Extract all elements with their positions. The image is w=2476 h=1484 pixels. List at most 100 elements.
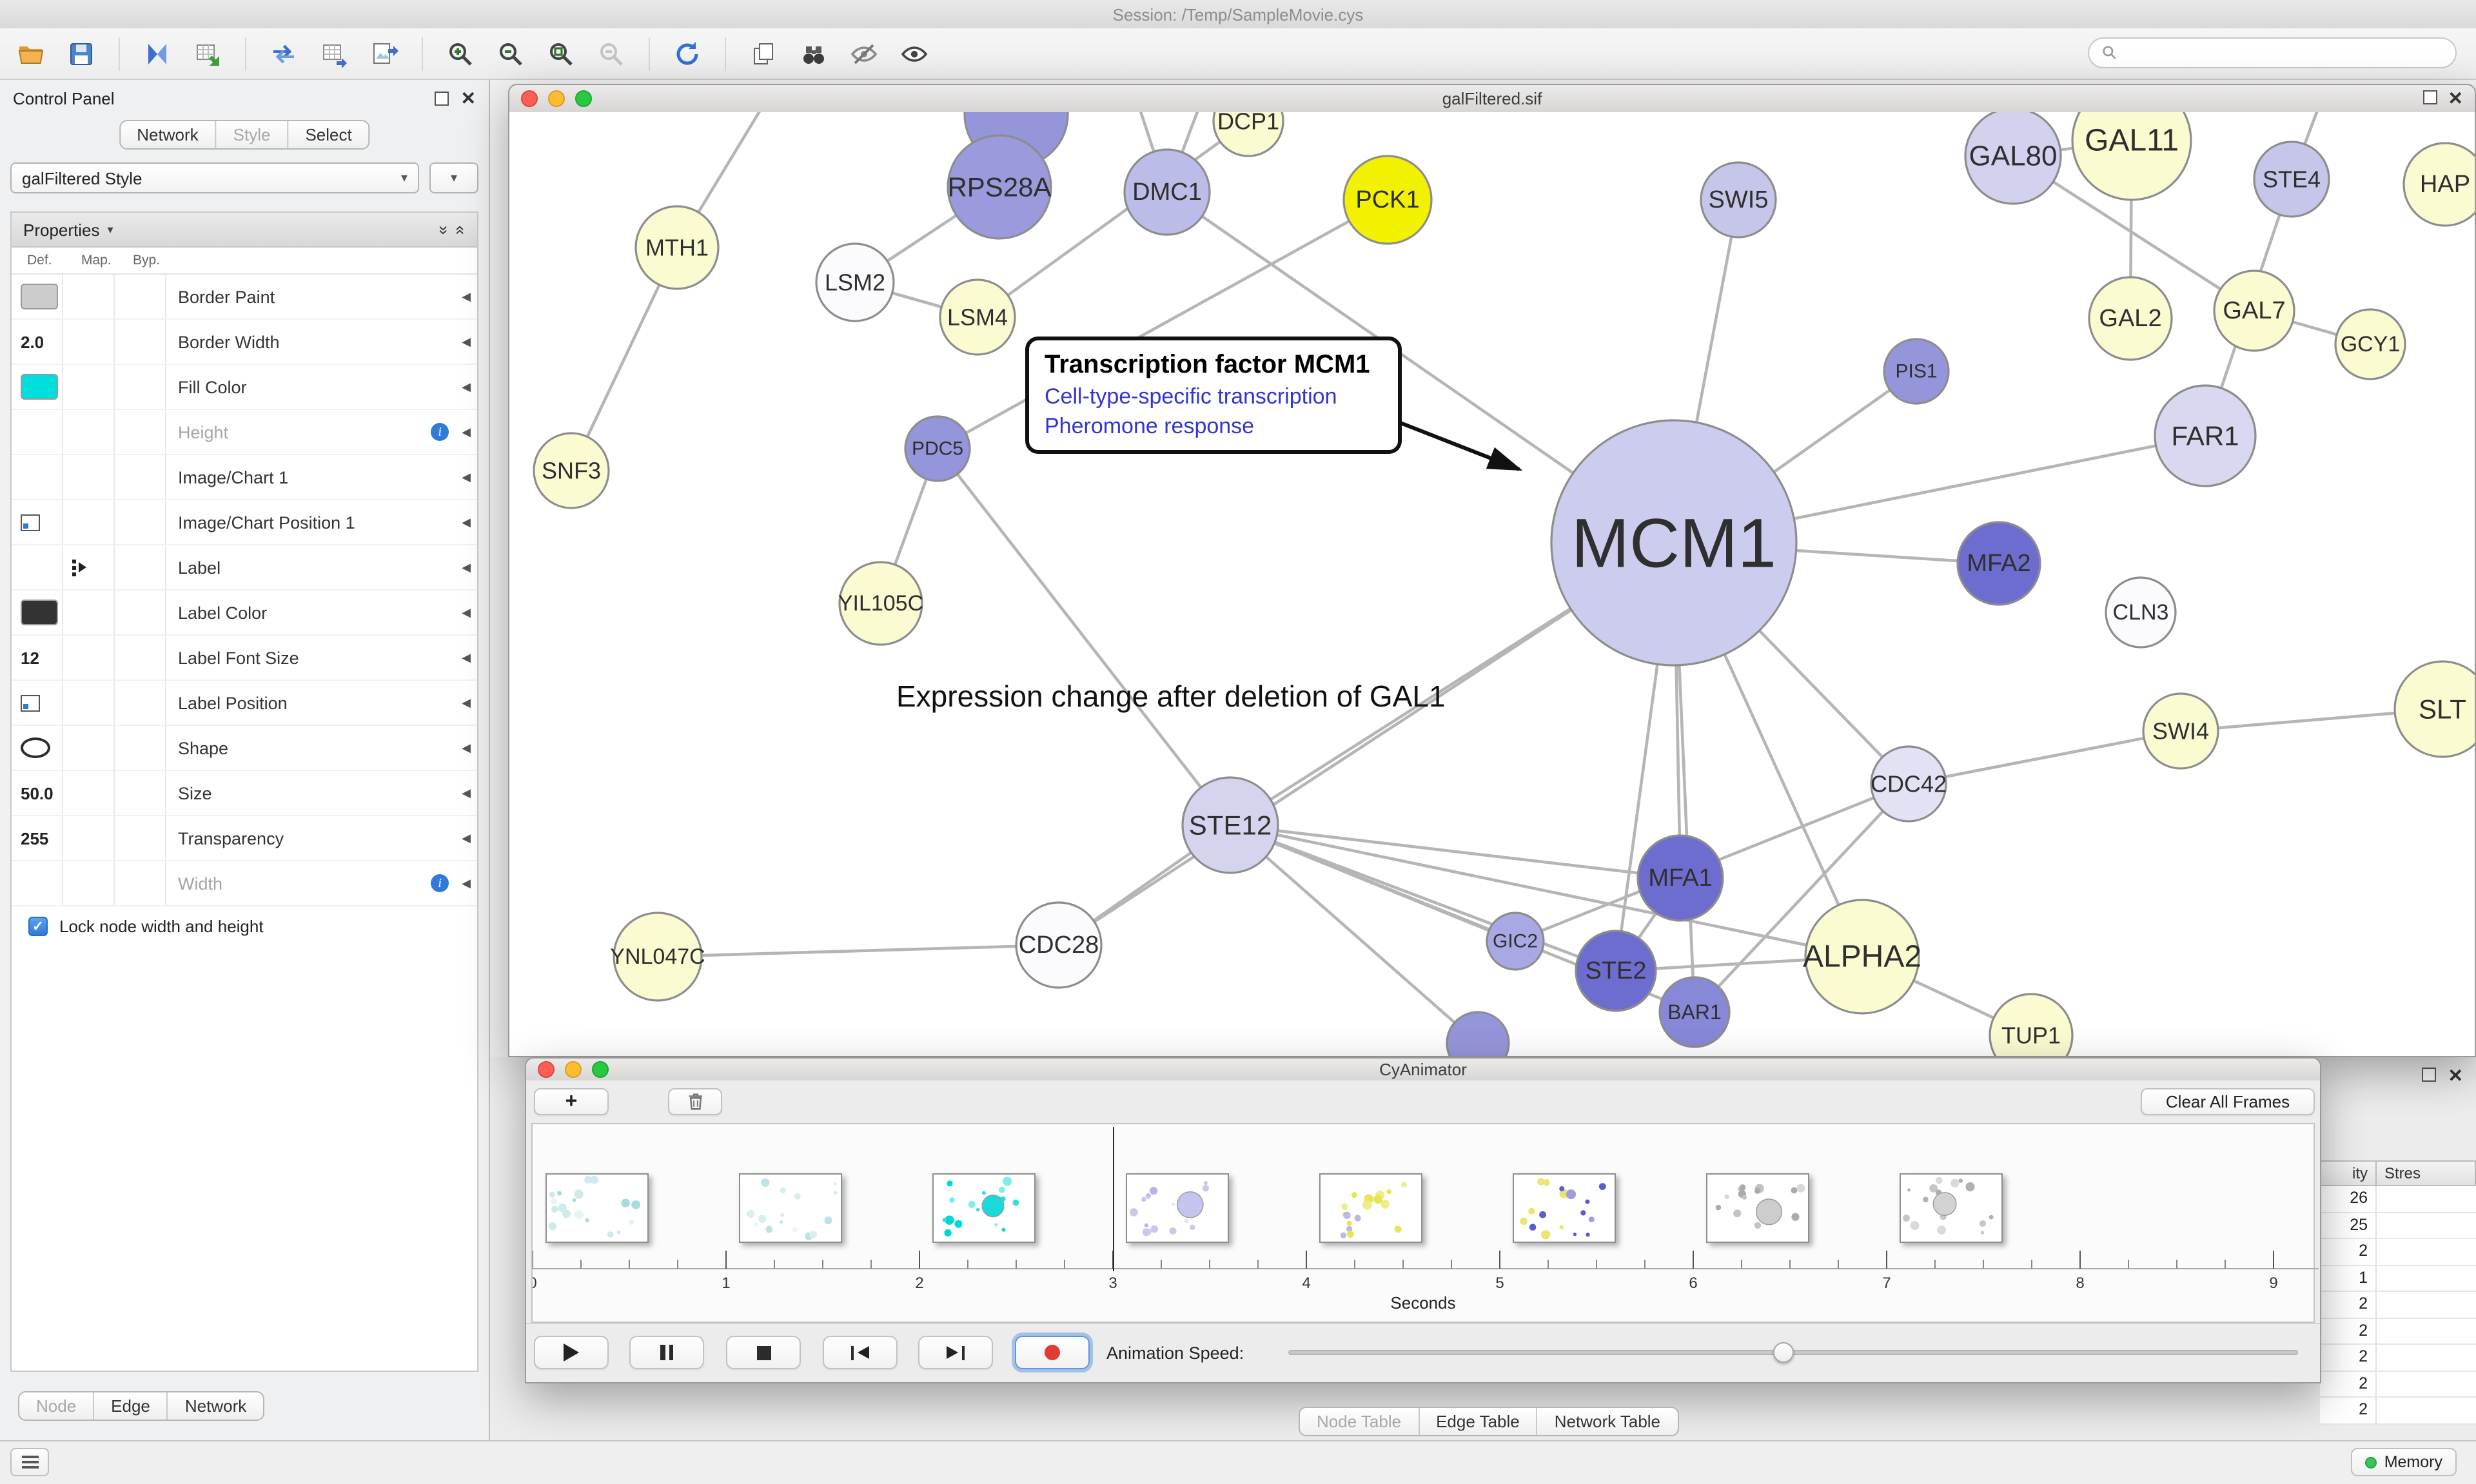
record-button[interactable]: [1015, 1336, 1090, 1369]
expand-row-icon[interactable]: ◀: [462, 696, 471, 708]
network-node-dcp1[interactable]: [1212, 112, 1284, 157]
frame-thumbnail[interactable]: [1900, 1173, 2003, 1243]
expand-row-icon[interactable]: ◀: [462, 786, 471, 799]
network-node-mcm1[interactable]: [1550, 419, 1798, 667]
play-button[interactable]: [534, 1336, 609, 1369]
property-row-label-position[interactable]: Label Position◀: [12, 681, 477, 726]
tab-style[interactable]: Style: [215, 121, 288, 148]
expand-row-icon[interactable]: ◀: [462, 650, 471, 663]
copy-style-icon[interactable]: [745, 35, 781, 72]
default-value-cell[interactable]: [12, 455, 63, 499]
refresh-icon[interactable]: [669, 35, 705, 72]
mapping-cell[interactable]: [63, 726, 115, 770]
network-node-pis1[interactable]: [1883, 338, 1950, 405]
search-box[interactable]: [2088, 37, 2457, 68]
close-frame-icon[interactable]: ✕: [2448, 87, 2463, 108]
info-icon[interactable]: i: [431, 874, 449, 892]
annotation-link[interactable]: Cell-type-specific transcription: [1045, 384, 1337, 409]
network-node-mth1[interactable]: [634, 205, 720, 290]
network-node-gal2[interactable]: [2088, 276, 2173, 361]
network-node-lsm4[interactable]: [939, 278, 1016, 356]
frame-thumbnail[interactable]: [739, 1173, 842, 1243]
network-node-slt[interactable]: [2393, 660, 2475, 758]
animation-speed-slider[interactable]: [1288, 1336, 2298, 1369]
export-image-icon[interactable]: [366, 35, 402, 72]
position-icon[interactable]: [21, 514, 40, 531]
zoom-out-icon[interactable]: [493, 35, 529, 72]
bypass-cell[interactable]: [115, 816, 166, 860]
mapping-cell[interactable]: [63, 500, 115, 544]
table-row[interactable]: 2: [2320, 1345, 2476, 1371]
network-node-lsm2[interactable]: [815, 242, 895, 322]
default-value-cell[interactable]: [12, 726, 63, 770]
property-row-fill-color[interactable]: Fill Color◀: [12, 365, 477, 410]
expand-row-icon[interactable]: ◀: [462, 605, 471, 618]
default-value-cell[interactable]: [12, 365, 63, 409]
table-row[interactable]: 2: [2320, 1239, 2476, 1265]
bypass-cell[interactable]: [115, 861, 166, 905]
network-node[interactable]: [1446, 1011, 1510, 1056]
bypass-cell[interactable]: [115, 591, 166, 634]
network-node-pdc5[interactable]: [904, 415, 971, 482]
expand-row-icon[interactable]: ◀: [462, 470, 471, 483]
close-window-icon[interactable]: [521, 90, 538, 107]
expand-row-icon[interactable]: ◀: [462, 560, 471, 573]
bypass-cell[interactable]: [115, 365, 166, 409]
expand-row-icon[interactable]: ◀: [462, 380, 471, 393]
tab-network[interactable]: Network: [137, 125, 199, 144]
float-window-icon[interactable]: [2423, 90, 2438, 104]
mapping-cell[interactable]: [63, 320, 115, 364]
expand-row-icon[interactable]: ◀: [462, 741, 471, 754]
animation-timeline[interactable]: 0123456789 Seconds: [531, 1123, 2319, 1323]
tab-node-table[interactable]: Node Table: [1317, 1412, 1402, 1431]
zoom-window-icon[interactable]: [575, 90, 592, 107]
default-value-cell[interactable]: [12, 681, 63, 725]
bypass-cell[interactable]: [115, 636, 166, 679]
mapping-cell[interactable]: [63, 771, 115, 815]
network-node-cln3[interactable]: [2105, 576, 2177, 649]
close-panel-icon[interactable]: ✕: [460, 88, 476, 108]
bypass-cell[interactable]: [115, 500, 166, 544]
frame-thumbnail[interactable]: [1706, 1173, 1809, 1243]
default-value-cell[interactable]: [12, 545, 63, 589]
network-node-gcy1[interactable]: [2334, 308, 2406, 380]
default-value-cell[interactable]: [12, 275, 63, 318]
network-node-swi5[interactable]: [1700, 161, 1777, 239]
frame-thumbnail[interactable]: [932, 1173, 1036, 1243]
default-value-cell[interactable]: 12: [12, 636, 63, 679]
table-row[interactable]: 2: [2320, 1318, 2476, 1345]
expand-row-icon[interactable]: ◀: [462, 831, 471, 844]
network-node-yil105c[interactable]: [838, 561, 923, 646]
network-node-mfa2[interactable]: [1956, 521, 2041, 606]
mapping-cell[interactable]: [63, 816, 115, 860]
network-node-gic2[interactable]: [1486, 912, 1545, 971]
mapping-cell[interactable]: [63, 410, 115, 454]
tab-select[interactable]: Select: [287, 121, 368, 148]
table-row[interactable]: 1: [2320, 1265, 2476, 1292]
table-column-header[interactable]: ity: [2320, 1160, 2377, 1186]
mapping-cell[interactable]: [63, 455, 115, 499]
ui-settings-button[interactable]: [10, 1448, 49, 1476]
cyanimator-titlebar[interactable]: CyAnimator: [526, 1059, 2320, 1082]
color-swatch[interactable]: [21, 284, 58, 309]
close-panel-icon[interactable]: ✕: [2448, 1064, 2463, 1085]
table-column-header[interactable]: Stres: [2377, 1160, 2476, 1186]
tab-edge-table[interactable]: Edge Table: [1418, 1408, 1537, 1435]
frame-thumbnail[interactable]: [1319, 1173, 1422, 1243]
import-table-icon[interactable]: [190, 35, 226, 72]
network-node-alpha2[interactable]: [1804, 899, 1920, 1015]
default-value-cell[interactable]: 50.0: [12, 771, 63, 815]
network-node-dmc1[interactable]: [1123, 148, 1211, 236]
skip-to-start-button[interactable]: [823, 1336, 898, 1369]
import-network-icon[interactable]: [139, 35, 175, 72]
slider-knob[interactable]: [1773, 1342, 1794, 1363]
network-node-gal7[interactable]: [2213, 269, 2295, 352]
table-row[interactable]: 2: [2320, 1371, 2476, 1398]
zoom-window-icon[interactable]: [592, 1061, 609, 1078]
pause-button[interactable]: [629, 1336, 704, 1369]
bypass-cell[interactable]: [115, 320, 166, 364]
network-transfer-icon[interactable]: [266, 35, 302, 72]
table-row[interactable]: 2: [2320, 1292, 2476, 1318]
add-frame-button[interactable]: +: [534, 1088, 609, 1115]
